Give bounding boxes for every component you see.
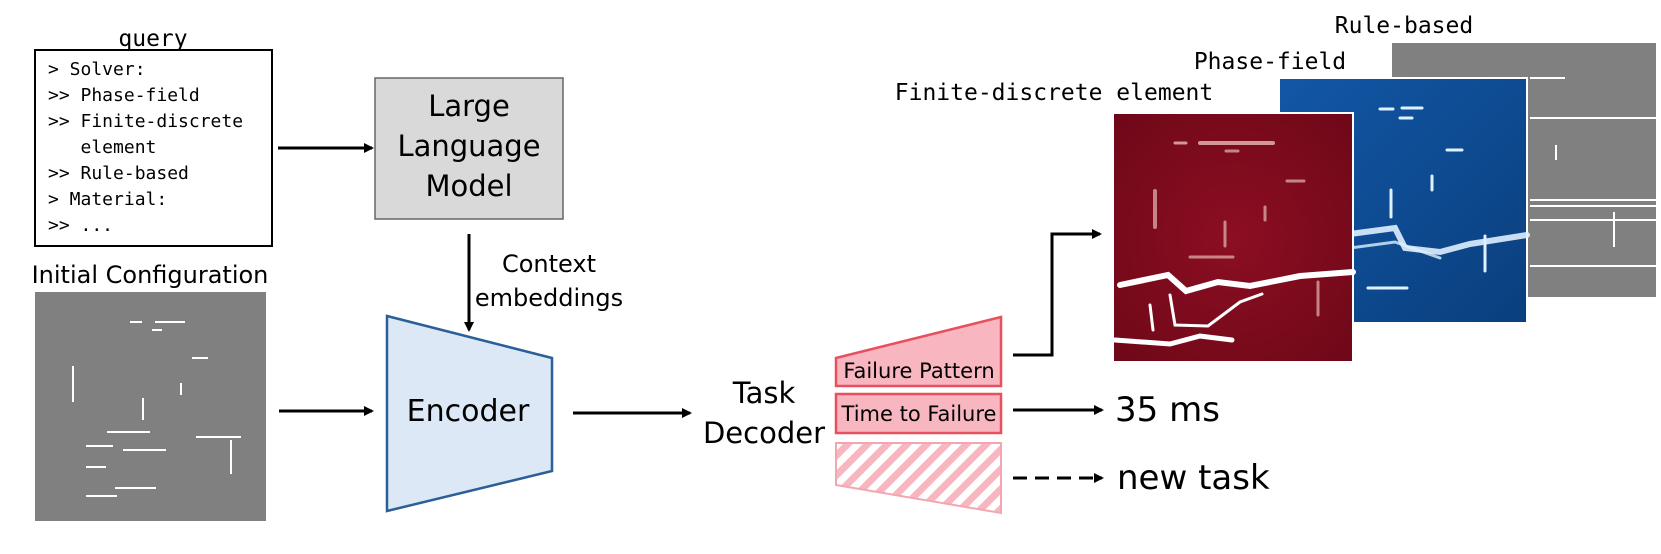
query-line: element — [48, 137, 156, 158]
rule-based-label: Rule-based — [1335, 13, 1473, 39]
initial-config-cracks — [72, 321, 241, 497]
query-line: >> ... — [48, 215, 113, 236]
llm-label-line1: Large — [428, 89, 510, 123]
task-decoder-line1: Task — [732, 376, 796, 410]
llm-label-line2: Language — [397, 129, 540, 163]
query-line: > Solver: — [48, 59, 146, 80]
time-to-failure-head — [834, 392, 1003, 435]
time-value: 35 ms — [1115, 390, 1220, 430]
initial-config-label: Initial Configuration — [32, 261, 269, 289]
query-line: >> Phase-field — [48, 85, 200, 106]
query-line: >> Rule-based — [48, 163, 189, 184]
query-line: > Material: — [48, 189, 167, 210]
query-title: query — [118, 26, 187, 52]
new-task-label: new task — [1117, 458, 1270, 498]
phase-field-label: Phase-field — [1194, 49, 1346, 75]
llm-label-line3: Model — [425, 169, 512, 203]
time-to-failure-label: Time to Failure — [841, 402, 997, 426]
rule-based-cracks — [1530, 77, 1656, 267]
query-lines: > Solver: >> Phase-field >> Finite-discr… — [48, 59, 243, 236]
initial-config-image — [35, 292, 266, 521]
context-label-line1: Context — [502, 250, 596, 278]
arrow-failure-pattern-to-panels — [1013, 229, 1102, 357]
llm-box — [374, 77, 564, 220]
task-decoder-line2: Decoder — [703, 416, 825, 450]
fde-cracks — [1112, 141, 1356, 347]
query-box — [34, 49, 273, 247]
fde-label: Finite-discrete element — [895, 80, 1214, 106]
failure-pattern-head — [834, 315, 1003, 388]
new-task-head — [835, 442, 1002, 515]
failure-pattern-label: Failure Pattern — [843, 359, 994, 383]
context-label-line2: embeddings — [475, 284, 623, 312]
phase-field-cracks — [1332, 106, 1530, 290]
query-line: >> Finite-discrete — [48, 111, 243, 132]
encoder-block — [385, 314, 554, 513]
encoder-label: Encoder — [407, 394, 530, 429]
